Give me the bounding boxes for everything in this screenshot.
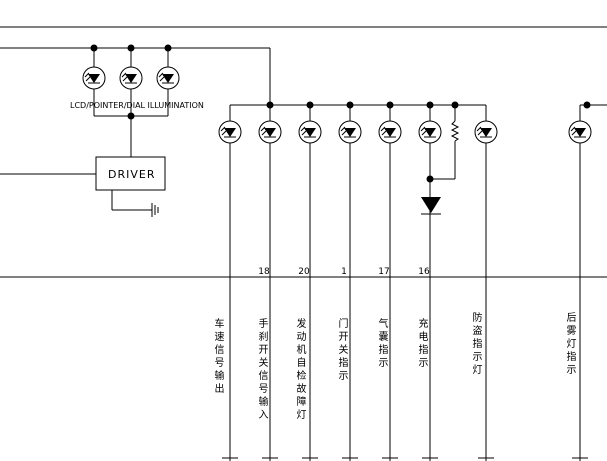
indicator-led-icon [218, 120, 242, 144]
driver-box [95, 156, 166, 191]
indicator-label: 充电指示 [416, 318, 427, 370]
pin-number: 1 [341, 267, 347, 277]
resistor-symbol [450, 120, 460, 142]
illumination-caption: LCD/POINTER/DIAL ILLUMINATION [70, 101, 204, 110]
pin-number: 20 [298, 267, 310, 277]
charging-diode [421, 197, 441, 215]
illumination-led [156, 66, 180, 90]
pin-number: 17 [378, 267, 390, 277]
pin-number: 16 [418, 267, 430, 277]
illumination-group-wiring [0, 44, 271, 217]
indicator-label: 后雾灯指示 [564, 312, 575, 377]
indicator-label: 车速信号输出 [212, 318, 223, 396]
indicator-label: 防盗指示灯 [470, 312, 481, 377]
indicator-bus [229, 101, 607, 183]
driver-label: DRIVER [108, 168, 156, 181]
illumination-led [82, 66, 106, 90]
indicator-label: 发动机自检故障灯 [294, 318, 305, 422]
indicator-led-icon [258, 120, 282, 144]
indicator-label: 手刹开关信号输入 [256, 318, 267, 422]
indicator-led-icon [418, 120, 442, 144]
indicator-led-icon [338, 120, 362, 144]
indicator-led-icon [298, 120, 322, 144]
indicator-label: 门开关指示 [336, 318, 347, 383]
indicator-leds [218, 120, 592, 461]
pin-number: 18 [258, 267, 270, 277]
indicator-led-icon [378, 120, 402, 144]
indicator-label: 气囊指示 [376, 318, 387, 370]
indicator-led-icon [568, 120, 592, 144]
indicator-led-icon [474, 120, 498, 144]
illumination-led [119, 66, 143, 90]
